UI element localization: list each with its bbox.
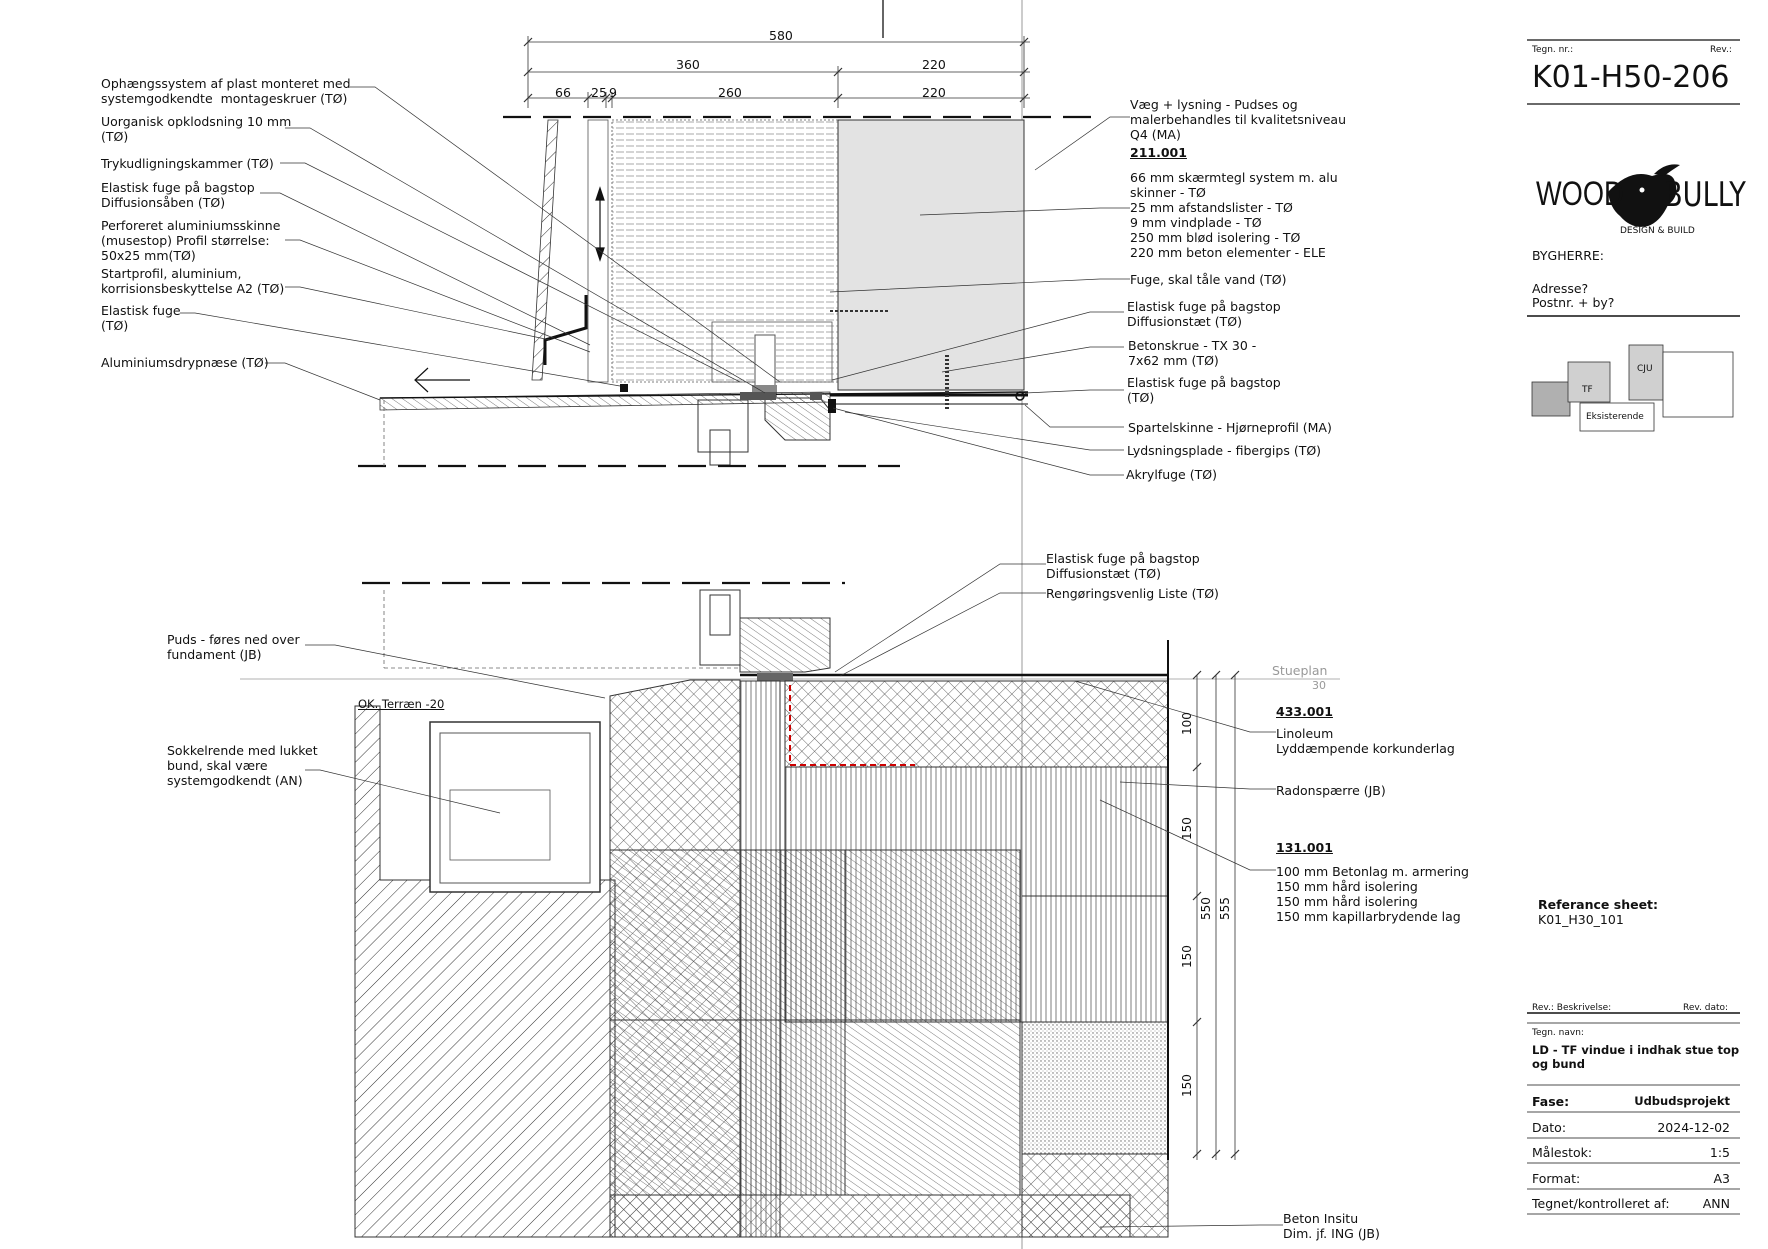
stueplan-label: Stueplan — [1272, 663, 1328, 678]
dim-550: 550 — [1199, 897, 1213, 920]
rev-description-label: Rev.: Beskrivelse: — [1532, 1003, 1612, 1013]
drawing-name-line-2: og bund — [1532, 1057, 1585, 1071]
client-label: BYGHERRE: — [1532, 248, 1604, 263]
label-concrete-insitu: Beton Insitu Dim. jf. ING (JB) — [1283, 1211, 1380, 1241]
format-label: Format: — [1532, 1171, 1581, 1186]
code-211: 211.001 — [1130, 145, 1187, 160]
key-tf: TF — [1582, 385, 1593, 395]
code-131: 131.001 — [1276, 840, 1333, 855]
dim-360: 360 — [676, 57, 700, 72]
terrain-level: OK. Terræn -20 — [358, 697, 445, 711]
label-cleaning-strip: Rengøringsvenlig Liste (TØ) — [1046, 586, 1219, 601]
drawn-by-label: Tegnet/kontrolleret af: — [1532, 1196, 1670, 1211]
label-gutter: Sokkelrende med lukket bund, skal være s… — [167, 743, 318, 788]
floor-layers: Linoleum Lyddæmpende korkunderlag — [1276, 726, 1455, 756]
dim-220-second: 220 — [922, 85, 946, 100]
drawing-name-label: Tegn. navn: — [1532, 1028, 1584, 1038]
label-start-profile: Startprofil, aluminium, korrisionsbeskyt… — [101, 266, 285, 296]
label-spatula-rail: Spartelskinne - Hjørneprofil (MA) — [1128, 420, 1332, 435]
label-reveal-board: Lydsningsplade - fibergips (TØ) — [1127, 443, 1322, 458]
label-concrete-screw: Betonskrue - TX 30 - 7x62 mm (TØ) — [1128, 338, 1257, 368]
logo-tagline: DESIGN & BUILD — [1620, 226, 1695, 236]
address-line-1: Adresse? — [1532, 281, 1589, 296]
drawing-name-line-1: LD - TF vindue i indhak stue top — [1532, 1043, 1740, 1057]
key-cju: CJU — [1637, 364, 1653, 374]
phase-value: Udbudsprojekt — [1634, 1094, 1730, 1108]
drawing-no-label: Tegn. nr.: — [1532, 45, 1574, 55]
address-line-2: Postnr. + by? — [1532, 295, 1615, 310]
label-elastic-joint: Elastisk fuge (TØ) — [101, 303, 181, 333]
stueplan-value: 30 — [1312, 679, 1326, 692]
rev-label: Rev.: — [1710, 45, 1732, 55]
phase-label: Fase: — [1532, 1094, 1570, 1109]
dim-555: 555 — [1218, 897, 1232, 920]
drawing-number: K01-H50-206 — [1532, 60, 1730, 95]
date-label: Dato: — [1532, 1120, 1567, 1135]
label-elastic-joint-open: Elastisk fuge på bagstop Diffusionsåben … — [101, 180, 255, 210]
dim-150-c: 150 — [1180, 1074, 1194, 1097]
dim-260: 260 — [718, 85, 742, 100]
key-existing: Eksisterende — [1586, 412, 1644, 422]
logo-wood: WOOD — [1536, 175, 1624, 213]
dim-100: 100 — [1180, 712, 1194, 735]
label-suspension-system: Ophængssystem af plast monteret med syst… — [101, 76, 351, 106]
label-water-joint: Fuge, skal tåle vand (TØ) — [1130, 272, 1287, 287]
bull-logo-icon — [1608, 164, 1680, 227]
reference-label: Referance sheet: — [1538, 897, 1659, 912]
date-value: 2024-12-02 — [1657, 1120, 1730, 1135]
label-elastic-tight: Elastisk fuge på bagstop Diffusionstæt (… — [1127, 299, 1281, 329]
scale-value: 1:5 — [1709, 1145, 1730, 1160]
label-elastic-tight-bottom: Elastisk fuge på bagstop Diffusionstæt (… — [1046, 551, 1200, 581]
dim-580: 580 — [769, 28, 793, 43]
dim-25: 25 — [591, 85, 607, 100]
rev-date-label: Rev. dato: — [1683, 1003, 1729, 1013]
label-perforated-rail: Perforeret aluminiumsskinne (musestop) P… — [101, 218, 281, 263]
reference-value: K01_H30_101 — [1538, 912, 1624, 927]
label-radon-barrier: Radonspærre (JB) — [1276, 783, 1386, 798]
label-acrylic-joint: Akrylfuge (TØ) — [1126, 467, 1217, 482]
scale-label: Målestok: — [1532, 1145, 1593, 1160]
label-pressure-chamber: Trykudligningskammer (TØ) — [101, 156, 274, 171]
label-wall-finish: Væg + lysning - Pudses og malerbehandles… — [1130, 97, 1346, 142]
dim-220-top: 220 — [922, 57, 946, 72]
label-elastic-backstop: Elastisk fuge på bagstop (TØ) — [1127, 375, 1281, 405]
format-value: A3 — [1713, 1171, 1730, 1186]
slab-layers: 100 mm Betonlag m. armering 150 mm hård … — [1276, 864, 1469, 924]
wall-layers: 66 mm skærmtegl system m. alu skinner - … — [1130, 170, 1338, 260]
dim-150-b: 150 — [1180, 945, 1194, 968]
label-inorganic-shim: Uorganisk opklodsning 10 mm (TØ) — [101, 114, 292, 144]
dim-150-a: 150 — [1180, 817, 1194, 840]
dim-66: 66 — [555, 85, 571, 100]
dim-9: 9 — [609, 85, 617, 100]
logo-bully: BULLY — [1664, 175, 1746, 215]
label-plaster: Puds - føres ned over fundament (JB) — [167, 632, 300, 662]
drawn-by-value: ANN — [1702, 1196, 1730, 1211]
code-433: 433.001 — [1276, 704, 1333, 719]
label-drip-nose: Aluminiumsdrypnæse (TØ) — [101, 355, 269, 370]
